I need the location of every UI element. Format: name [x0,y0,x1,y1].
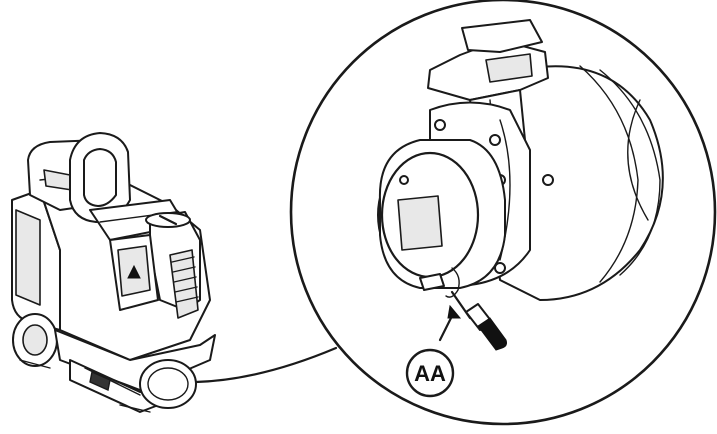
callout-pointer-arrowhead [447,304,462,319]
callout-label: AA [414,361,446,386]
screwdriver-icon [450,290,507,351]
leader-line [194,346,338,384]
callout-aa: AA [405,348,455,398]
floor-scrubber-machine-illustration [11,132,216,413]
vacuum-motor-illustration [377,19,664,301]
